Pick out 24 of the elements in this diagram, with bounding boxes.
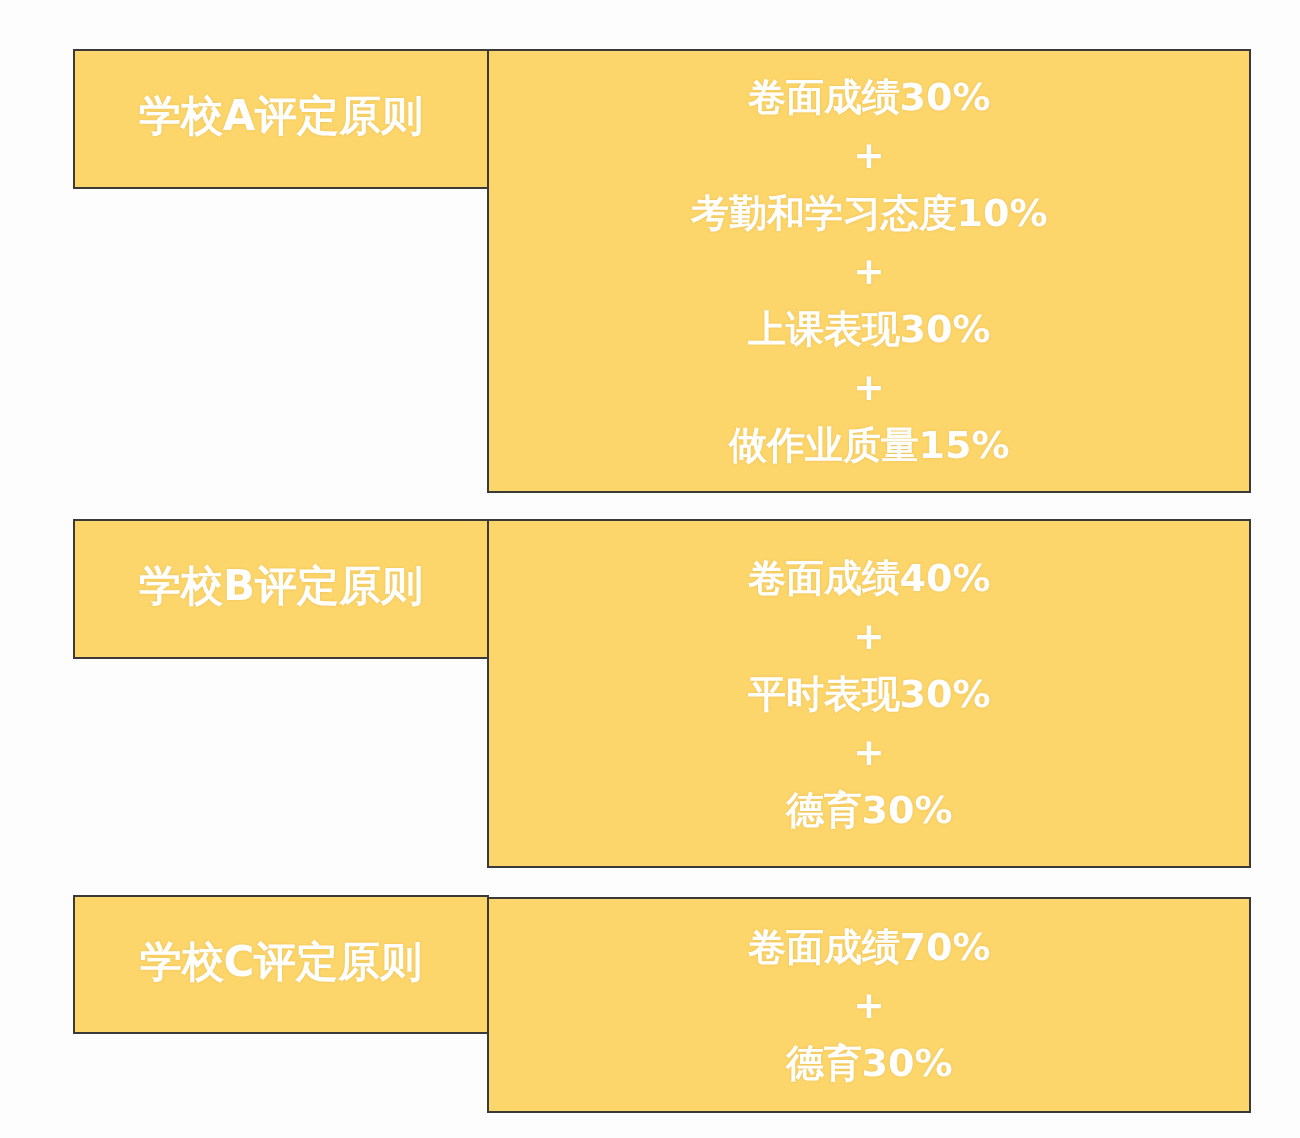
criterion-text: 德育30% xyxy=(785,786,953,834)
criterion-text: 考勤和学习态度10% xyxy=(690,190,1048,237)
criterion-text: 做作业质量15% xyxy=(728,422,1010,469)
heading-box xyxy=(73,519,489,659)
plus-sign: + xyxy=(853,612,885,660)
plus-sign: + xyxy=(853,364,885,411)
criterion-text: 上课表现30% xyxy=(747,306,991,353)
plus-sign: + xyxy=(853,248,885,295)
criterion-text: 平时表现30% xyxy=(747,670,991,718)
criterion-text: 卷面成绩70% xyxy=(747,924,991,971)
criterion-text: 卷面成绩40% xyxy=(747,554,991,602)
plus-sign: + xyxy=(853,982,885,1029)
heading-box xyxy=(73,895,489,1034)
heading-text: 学校A评定原则 xyxy=(138,90,424,142)
criteria-box xyxy=(487,49,1251,493)
criterion-text: 卷面成绩30% xyxy=(747,74,991,121)
criterion-text: 德育30% xyxy=(785,1040,953,1087)
criteria-box xyxy=(487,897,1251,1113)
heading-text: 学校C评定原则 xyxy=(139,935,423,988)
heading-box xyxy=(73,49,489,189)
criteria-box xyxy=(487,519,1251,868)
heading-text: 学校B评定原则 xyxy=(139,560,423,612)
plus-sign: + xyxy=(853,132,885,179)
plus-sign: + xyxy=(853,728,885,776)
